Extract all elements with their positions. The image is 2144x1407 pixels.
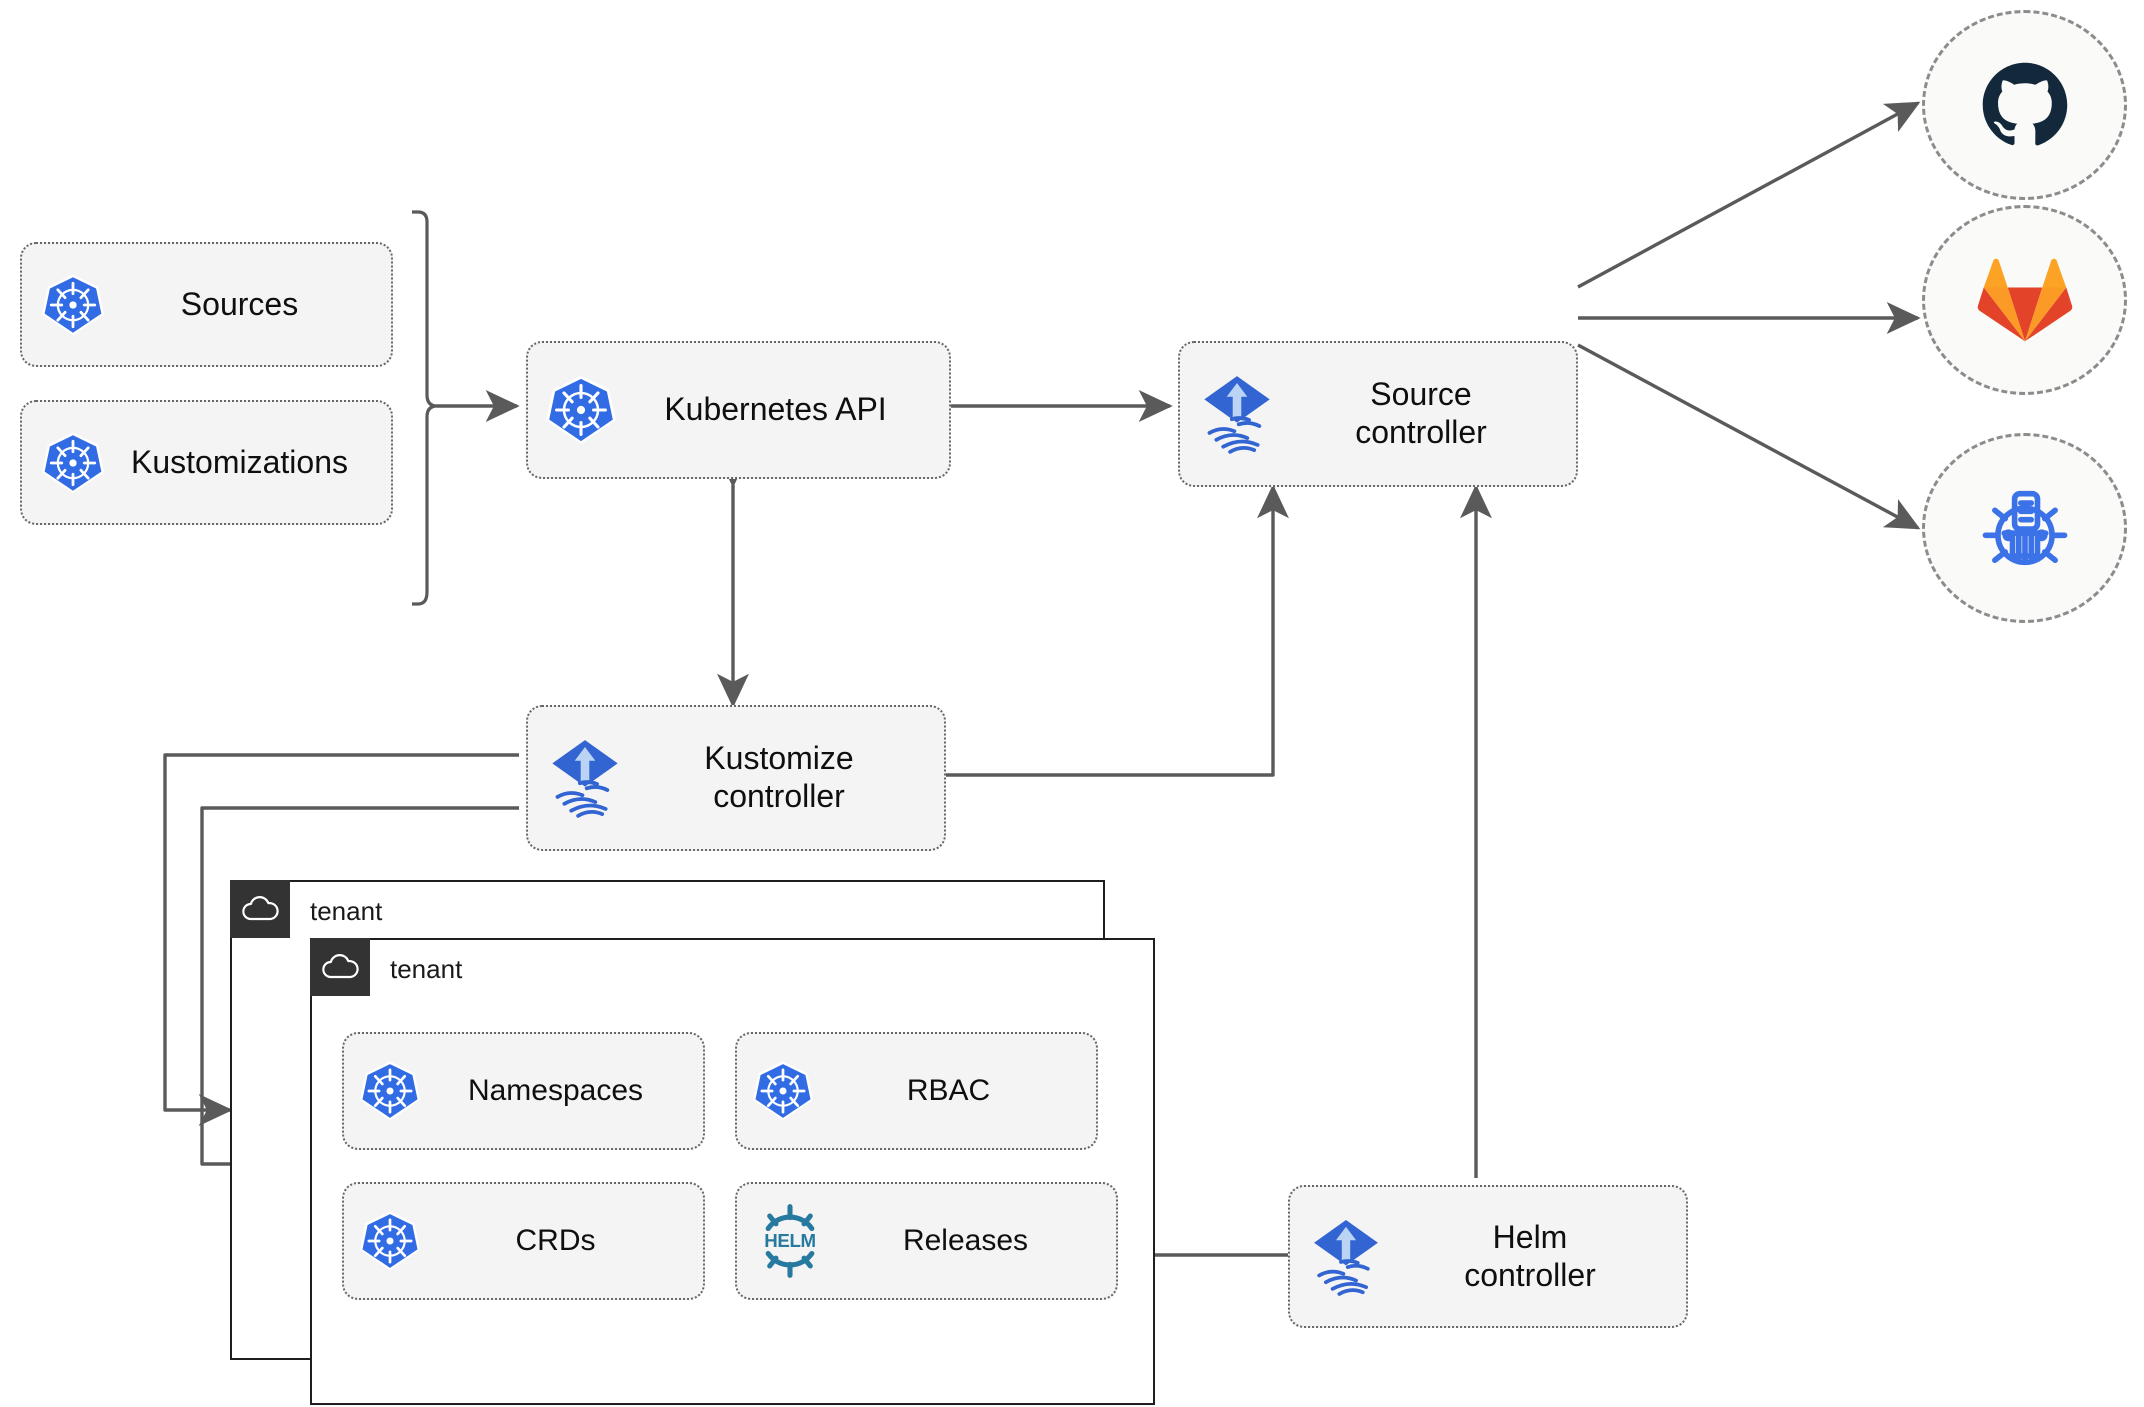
kubernetes-icon [40,272,106,338]
kubernetes-icon [544,373,618,447]
card-label: Sources [180,285,299,322]
endpoint-helm-charts[interactable] [1922,433,2127,623]
flux-icon [1194,371,1280,457]
card-releases[interactable]: HELM Releases [735,1182,1118,1300]
edge-group-brace [412,210,439,606]
card-namespaces[interactable]: Namespaces [342,1032,705,1150]
card-label: Kustomizations [131,443,348,480]
flux-icon [542,735,628,821]
endpoint-github[interactable] [1922,10,2127,200]
card-crds[interactable]: CRDs [342,1182,705,1300]
card-label: Namespaces [467,1074,644,1108]
helm-chart-repository-icon [1982,490,2067,566]
cloud-icon [309,937,370,996]
kubernetes-icon [358,1209,422,1273]
card-label: Kubernetes API [664,391,887,428]
card-label: Helm controller [1464,1218,1596,1293]
flux-icon [1304,1215,1388,1299]
tenant-label: tenant [310,895,383,926]
card-kubernetes-api[interactable]: Kubernetes API [526,341,951,479]
card-kustomize-controller[interactable]: Kustomize controller [526,705,946,851]
kubernetes-icon [40,430,106,496]
tenant-frame-front[interactable]: tenant [309,937,1155,1405]
card-source-controller[interactable]: Source controller [1178,341,1578,487]
edge-kustomize-to-source [945,484,1289,777]
gitlab-icon [1977,258,2072,342]
card-label: Source controller [1355,376,1487,450]
tenant-label: tenant [390,953,463,984]
edge-source-to-helm-charts [1577,343,1921,530]
helm-icon: HELM [751,1202,829,1280]
card-label: Kustomize controller [704,740,854,814]
svg-text:HELM: HELM [764,1230,815,1251]
card-label: CRDs [515,1224,596,1258]
endpoint-gitlab[interactable] [1922,205,2127,395]
card-rbac[interactable]: RBAC [735,1032,1098,1150]
kubernetes-icon [751,1059,815,1123]
card-kustomizations[interactable]: Kustomizations [20,400,393,525]
github-icon [1982,62,2067,146]
card-label: RBAC [906,1074,991,1108]
cloud-icon [229,879,290,938]
card-label: Releases [902,1224,1029,1258]
edge-source-to-github [1577,101,1921,289]
card-helm-controller[interactable]: Helm controller [1288,1185,1688,1328]
kubernetes-icon [358,1059,422,1123]
card-sources[interactable]: Sources [20,242,393,367]
